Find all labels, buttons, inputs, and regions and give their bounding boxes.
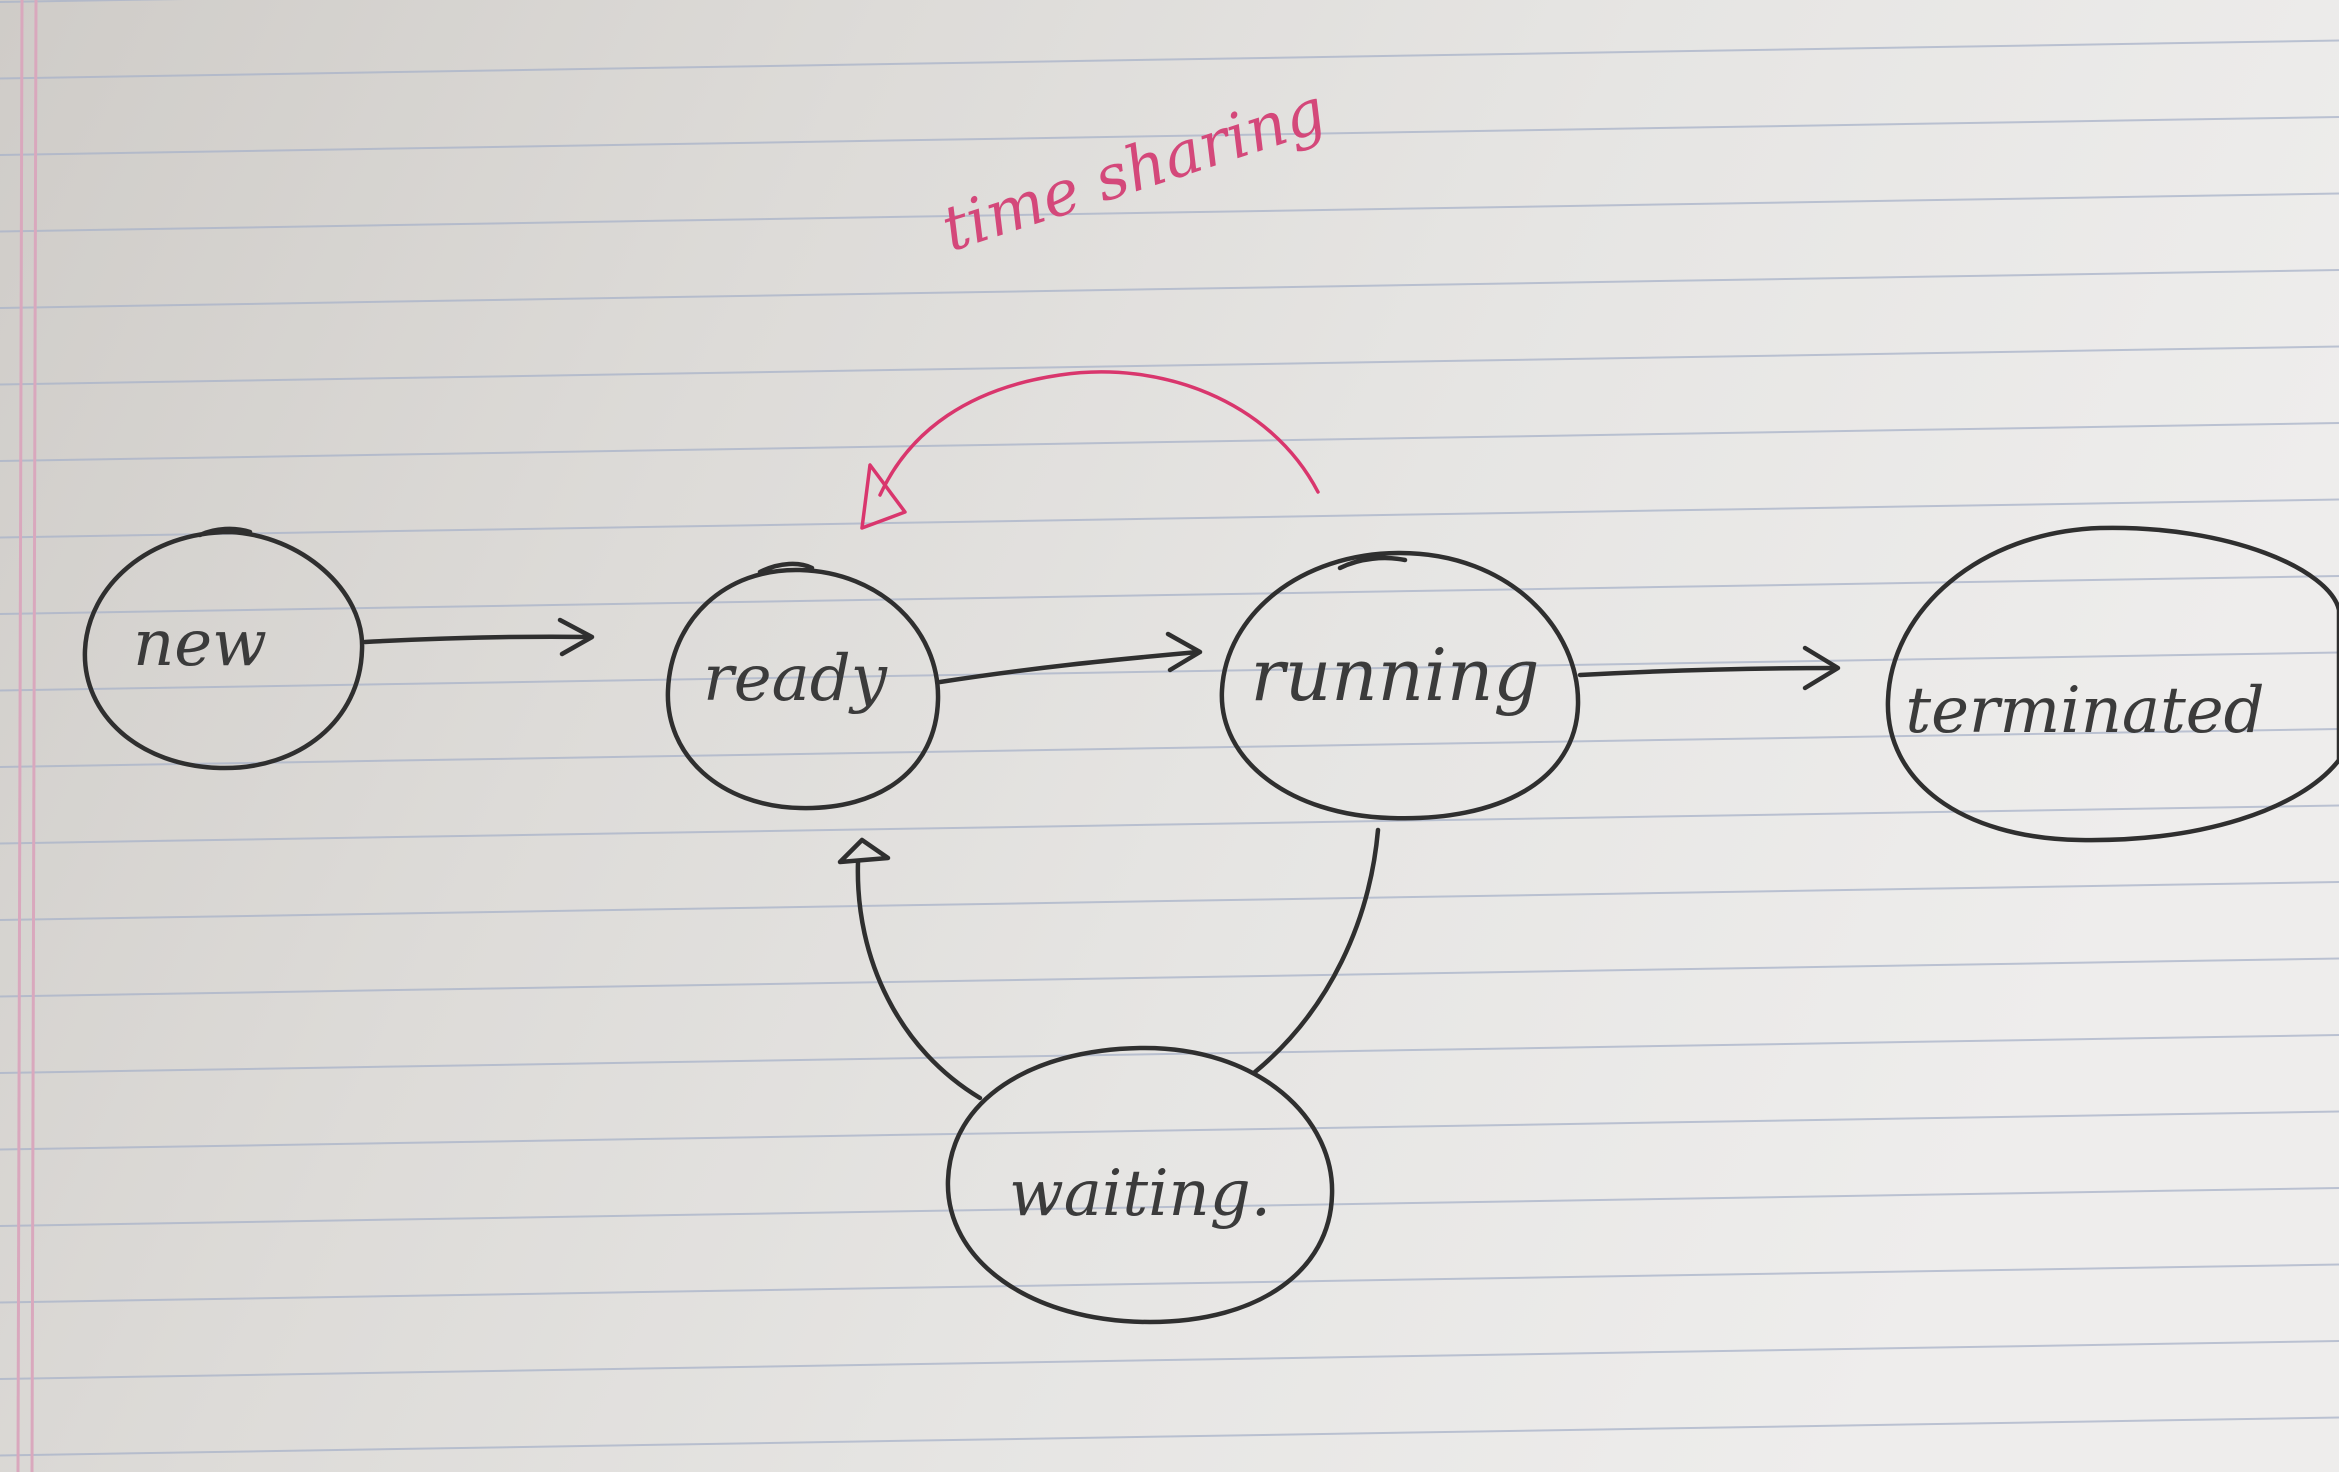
ruled-line xyxy=(0,1263,2339,1304)
transition-waiting-to-ready xyxy=(837,837,983,1101)
ruled-line xyxy=(0,1416,2339,1457)
transition-new-to-ready xyxy=(362,617,595,657)
ruled-line xyxy=(0,881,2339,921)
state-ready: ready xyxy=(665,561,941,811)
transition-running-to-terminated xyxy=(1577,645,1841,691)
margin-lines xyxy=(16,0,38,1472)
ruled-line xyxy=(0,39,2339,80)
ruled-line xyxy=(0,422,2339,462)
state-terminated-label: terminated xyxy=(1905,674,2264,748)
state-waiting-label: waiting. xyxy=(1009,1157,1271,1231)
transition-running-to-waiting xyxy=(1252,827,1381,1075)
ruled-line xyxy=(0,269,2339,309)
ruled-line xyxy=(0,728,2339,768)
ruled-line xyxy=(0,1034,2339,1074)
ruled-line xyxy=(0,804,2339,845)
ruled-line xyxy=(0,1110,2339,1151)
ruled-line xyxy=(0,957,2339,998)
state-ready-ellipse xyxy=(665,561,941,811)
state-waiting-ellipse xyxy=(945,1045,1335,1325)
state-running-label: running xyxy=(1250,633,1539,717)
state-new-ellipse xyxy=(82,526,365,771)
state-new: new xyxy=(82,526,365,771)
state-terminated: terminated xyxy=(1885,525,2339,843)
ruled-line xyxy=(0,116,2339,156)
ruled-line xyxy=(0,1187,2339,1227)
transition-running-to-ready-time-sharing xyxy=(860,370,1320,530)
state-running-ellipse xyxy=(1219,550,1581,821)
ruled-line xyxy=(0,345,2339,386)
ruled-line xyxy=(0,192,2339,233)
state-terminated-ellipse xyxy=(1885,525,2339,843)
state-waiting: waiting. xyxy=(945,1045,1335,1325)
ruled-line xyxy=(0,498,2339,539)
state-new-label: new xyxy=(133,607,267,681)
transition-ready-to-running xyxy=(937,631,1203,685)
state-ready-label: ready xyxy=(703,642,888,716)
state-running: running xyxy=(1219,550,1581,821)
ruled-line xyxy=(0,1340,2339,1380)
